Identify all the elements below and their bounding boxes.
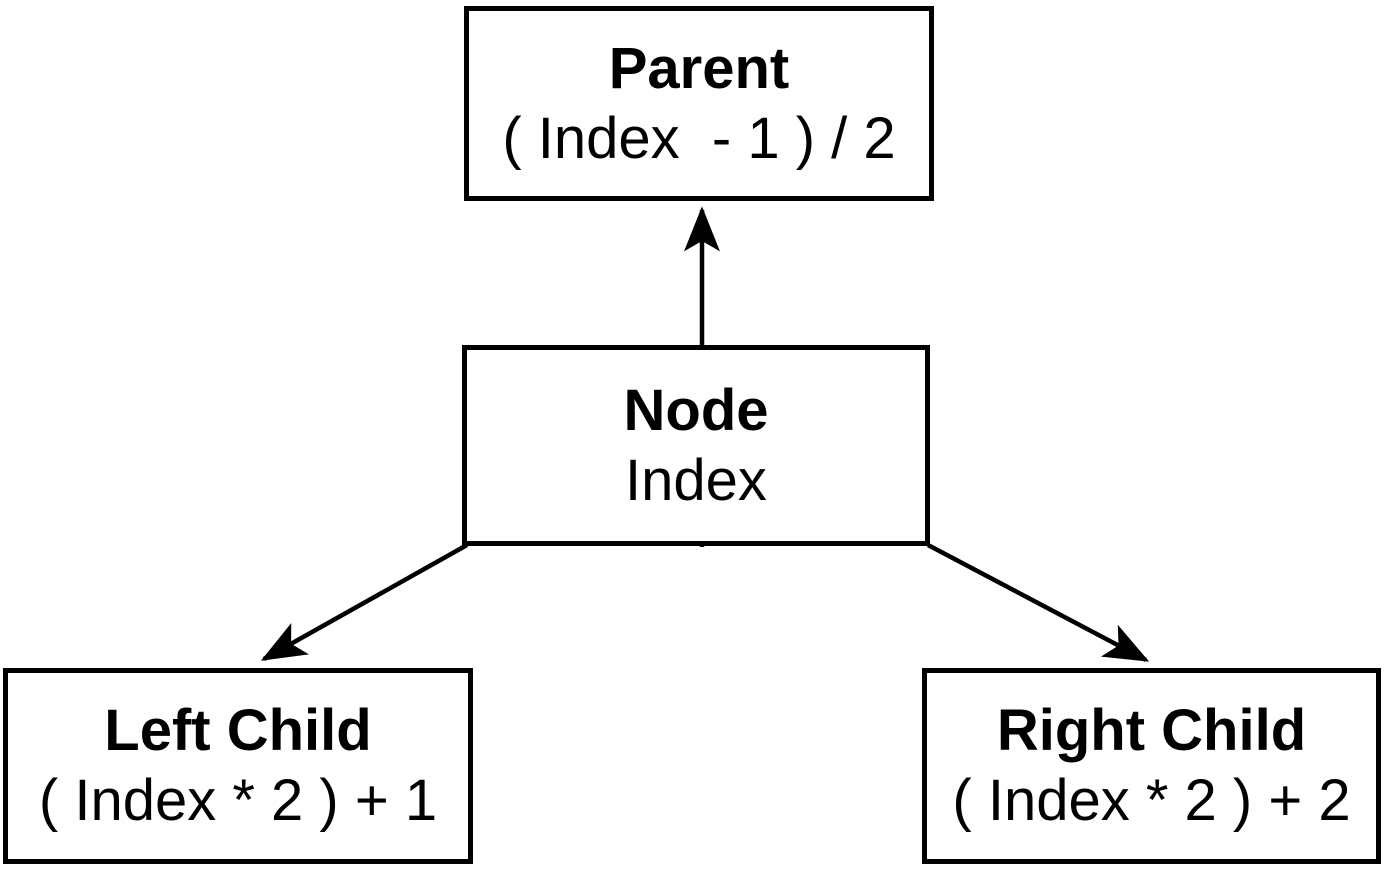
edge-node-to-left-child xyxy=(260,543,469,661)
node-title-left-child: Left Child xyxy=(104,698,372,764)
edge-node-to-right-child xyxy=(926,543,1150,662)
node-box-parent: Parent ( Index - 1 ) / 2 xyxy=(464,6,934,201)
node-box-right-child: Right Child ( Index * 2 ) + 2 xyxy=(922,668,1381,864)
node-formula-right-child: ( Index * 2 ) + 2 xyxy=(952,768,1351,833)
node-box-current: Node Index xyxy=(462,345,930,546)
node-title-right-child: Right Child xyxy=(996,698,1307,764)
node-formula-current: Index xyxy=(625,447,767,513)
node-formula-parent: ( Index - 1 ) / 2 xyxy=(502,105,896,171)
node-title-parent: Parent xyxy=(608,35,790,101)
node-formula-left-child: ( Index * 2 ) + 1 xyxy=(38,768,438,833)
node-box-left-child: Left Child ( Index * 2 ) + 1 xyxy=(3,668,473,864)
node-title-current: Node xyxy=(623,377,769,443)
